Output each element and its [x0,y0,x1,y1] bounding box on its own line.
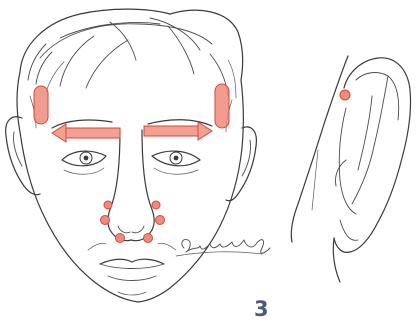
brow-arrows [52,122,212,142]
left-brow-arrow [52,124,120,142]
treatment-point [156,216,165,225]
treatment-points [101,201,165,243]
left-eye [62,151,106,174]
figure-number: 3 [254,298,269,320]
right-brow-arrow [144,122,212,140]
treatment-point [101,216,110,225]
right-eye [152,151,200,174]
treatment-point [152,201,160,209]
right-temple-marker [215,84,229,128]
ear-treatment-point [340,90,350,100]
treatment-point [116,234,125,243]
left-temple-marker [34,86,48,124]
nose-drawing [108,130,154,241]
artist-signature [176,240,270,256]
hair-drawing [20,9,243,98]
treatment-point [144,234,153,243]
ear-illustration [291,56,410,282]
treatment-point [104,201,112,209]
